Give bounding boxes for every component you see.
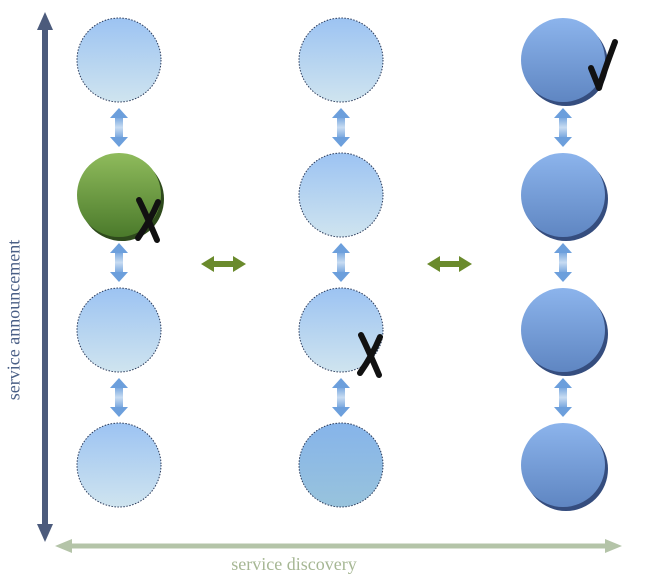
column-3-node-3	[521, 288, 608, 376]
column-3-link-arrow-3	[554, 378, 572, 417]
check-mark-icon	[588, 39, 618, 91]
horizontal-axis-arrow	[55, 539, 622, 553]
column-3-link-arrow-1	[554, 108, 572, 147]
column-1-node-1	[76, 17, 162, 103]
x-mark-icon	[357, 332, 383, 378]
column-2-link-arrow-1	[332, 108, 350, 147]
vertical-axis-arrow	[37, 12, 53, 542]
vertical-axis-label-text: service announcement	[3, 239, 24, 401]
column-1-node-4	[76, 422, 162, 508]
column-1-link-arrow-2	[110, 243, 128, 282]
horizontal-axis-label: service discovery	[231, 554, 357, 574]
column-2-link-arrow-2	[332, 243, 350, 282]
column-3-node-1	[521, 18, 618, 106]
column-3-node-2	[521, 153, 608, 241]
column-1-link-arrow-1	[110, 108, 128, 147]
column-1-node-3	[76, 287, 162, 373]
column-1-link-arrow-3	[110, 378, 128, 417]
x-mark-icon	[135, 197, 161, 243]
column-2-node-4	[298, 422, 384, 508]
column-3-link-arrow-2	[554, 243, 572, 282]
column-3-node-4	[521, 423, 608, 511]
column-link-arrow-2	[427, 256, 472, 272]
column-link-arrow-1	[201, 256, 246, 272]
column-1-node-2	[77, 153, 164, 243]
column-2-link-arrow-3	[332, 378, 350, 417]
nodes-layer	[76, 17, 618, 511]
column-2-node-2	[298, 152, 384, 238]
column-2-node-1	[298, 17, 384, 103]
column-2-node-3	[298, 287, 384, 378]
